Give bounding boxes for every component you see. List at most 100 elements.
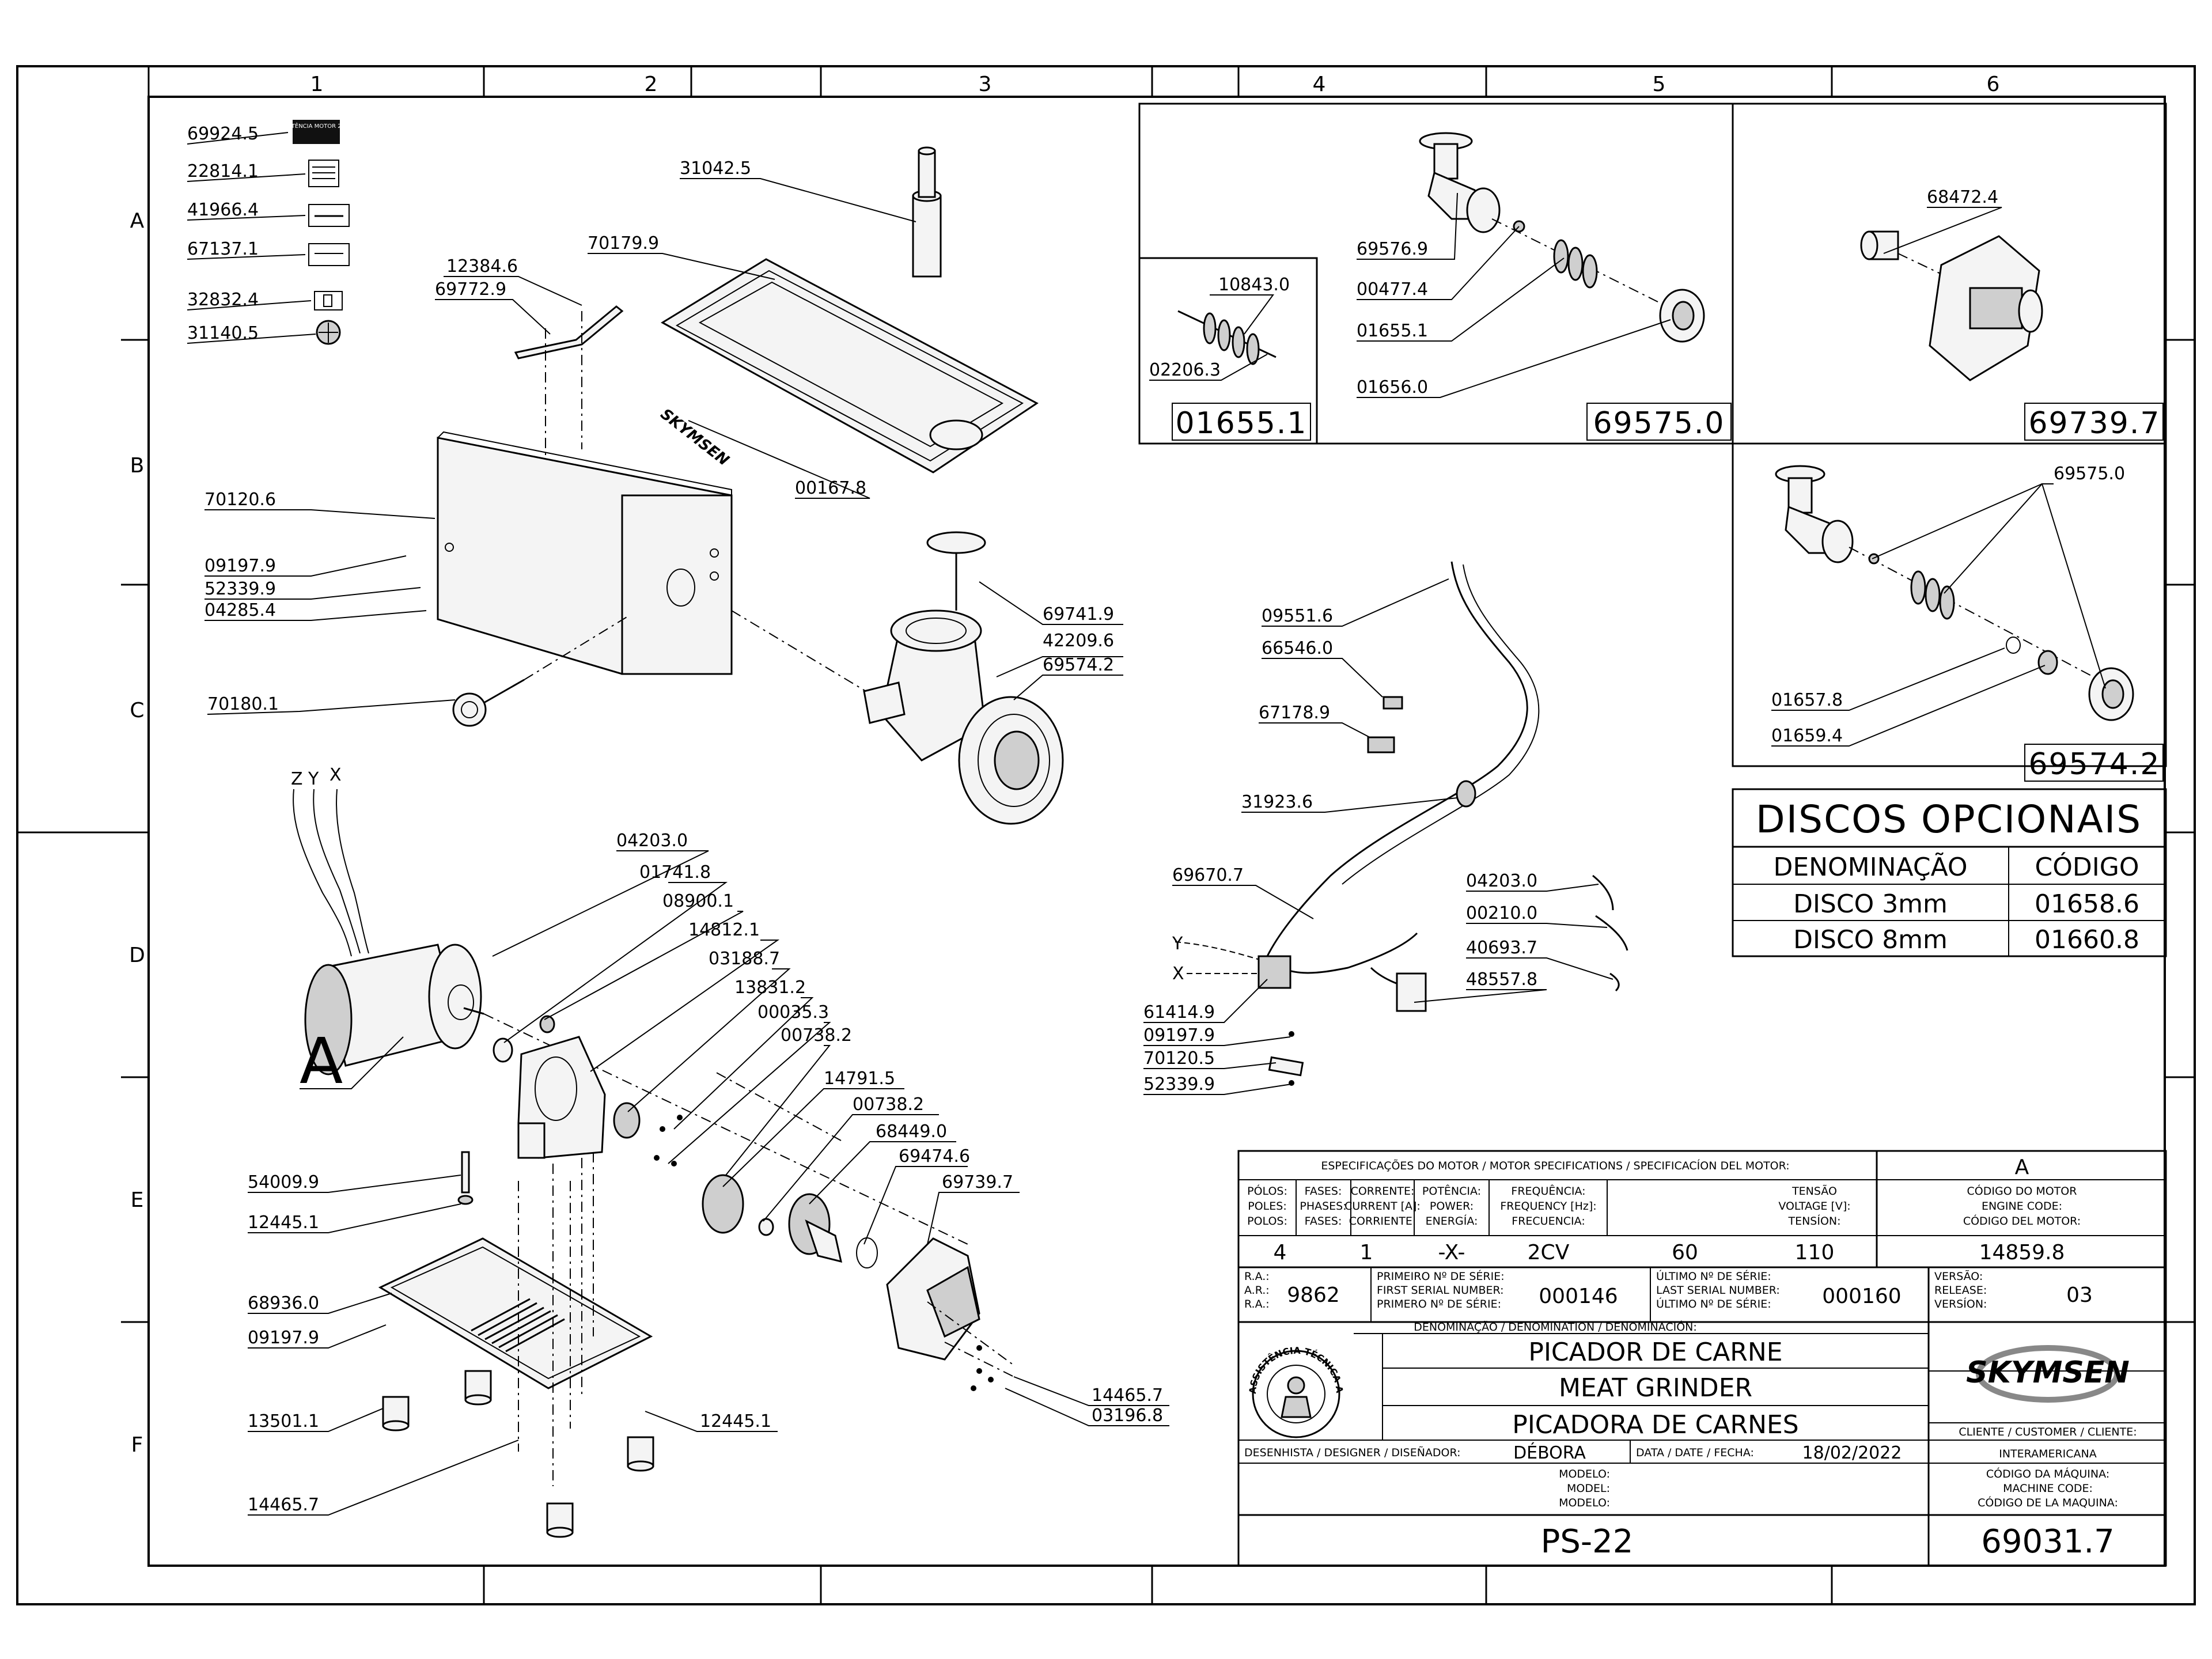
hdr-current-en: CURRENT [A]: [1344,1200,1421,1213]
rubber-feet [382,1370,654,1538]
label-01657-8: 01657.8 [1771,690,1843,710]
label-61414-9: 61414.9 [1143,1002,1215,1022]
label-09551-6: 09551.6 [1262,606,1333,626]
model-value: PS-22 [1541,1523,1634,1560]
cable-gland-part [1456,780,1476,808]
label-40693-7: 40693.7 [1466,938,1537,958]
detail-a-marker: A [300,1024,344,1098]
label-48557-8: 48557.8 [1466,969,1537,990]
val-phases: 1 [1360,1241,1373,1264]
version-label-en: RELEASE: [1934,1284,1987,1297]
client-label: CLIENTE / CUSTOMER / CLIENTE: [1959,1426,2137,1438]
hdr-phases-pt: FASES: [1305,1185,1342,1198]
label-67178-9: 67178.9 [1259,703,1330,723]
label-14465-7-a: 14465.7 [248,1495,319,1515]
label-67137-1: 67137.1 [187,239,259,259]
stomper-part [912,195,942,278]
motor-gearbox-assembly: A [293,789,1014,1391]
version-value: 03 [2066,1283,2093,1307]
label-04203-0-a: 04203.0 [616,831,688,851]
grid-col-1: 1 [310,73,324,96]
designer-value: DÉBORA [1513,1442,1586,1463]
disc-row-2-name: DISCO 8mm [1793,925,1948,955]
inset-frames [1138,103,2167,782]
label-01659-4: 01659.4 [1771,726,1843,746]
grid-row-d: D [129,944,145,967]
val-voltage: 110 [1795,1241,1835,1264]
hdr-current-pt: CORRENTE: [1351,1185,1415,1198]
machine-code-value: 69031.7 [1981,1523,2115,1560]
designer-label: DESENHISTA / DESIGNER / DISEÑADOR: [1244,1446,1461,1459]
label-70120-6: 70120.6 [204,490,276,510]
name-pt: PICADOR DE CARNE [1528,1338,1782,1367]
label-70180-1: 70180.1 [207,694,279,714]
label-09197-9-c: 09197.9 [1143,1025,1215,1046]
grid-col-2: 2 [645,73,658,96]
hdr-current-es: CORRIENTE: [1349,1215,1416,1228]
label-69576-9: 69576.9 [1357,239,1428,259]
label-09197-9-a: 09197.9 [204,556,276,576]
disc-row-1-code: 01658.6 [2035,889,2139,919]
electrical-harness [1175,561,1628,1086]
discs-header-name: DENOMINAÇÃO [1773,852,1967,882]
denomination-header: DENOMINAÇÃO / DENOMINATION / DENOMINACIÓ… [1414,1320,1697,1334]
grid-col-4: 4 [1313,73,1326,96]
hdr-frequency-pt: FREQUÊNCIA: [1511,1184,1585,1198]
wire-z: Z [291,769,303,789]
label-69924-5: 69924.5 [187,124,259,144]
label-31923-6: 31923.6 [1241,792,1313,812]
disc-row-2-code: 01660.8 [2035,925,2139,955]
machine-code-label-en: MACHINE CODE: [2003,1482,2093,1495]
label-00210-0: 00210.0 [1466,903,1537,923]
last-serial-label-pt: ÚLTIMO Nº DE SÉRIE: [1656,1269,1771,1283]
discs-title: DISCOS OPCIONAIS [1756,797,2142,842]
label-52339-9-b: 52339.9 [1143,1074,1215,1094]
label-01656-0: 01656.0 [1357,377,1428,397]
machine-code-label-pt: CÓDIGO DA MÁQUINA: [1986,1467,2109,1480]
label-03188-7: 03188.7 [709,949,780,969]
hdr-power-pt: POTÊNCIA: [1422,1184,1481,1198]
hdr-poles-en: POLES: [1248,1200,1286,1213]
pinion-gear-part [613,1102,641,1139]
label-54009-9: 54009.9 [248,1172,319,1192]
connector-66546-part [1382,696,1403,710]
hdr-frequency-en: FREQUENCY [Hz]: [1500,1200,1596,1213]
inset-title-69574-2: 69574.2 [2028,747,2160,782]
grid-col-3: 3 [979,73,992,96]
motor-spec-header: ESPECIFICAÇÕES DO MOTOR / MOTOR SPECIFIC… [1321,1159,1789,1172]
label-68936-0: 68936.0 [248,1293,319,1313]
last-serial-label-es: ÚLTIMO Nº DE SÉRIE: [1656,1297,1771,1310]
label-22814-1: 22814.1 [187,161,259,181]
label-68472-4: 68472.4 [1927,187,1998,207]
val-current: -X- [1438,1241,1465,1264]
hdr-power-en: POWER: [1430,1200,1474,1213]
motor-code-letter: A [2015,1156,2029,1179]
inset-title-69575-0: 69575.0 [1593,406,1725,441]
wire-x: X [329,765,342,785]
ra-label-en: A.R.: [1244,1284,1270,1297]
label-32832-4: 32832.4 [187,290,259,310]
grid-row-e: E [131,1188,144,1212]
label-12445-1-b: 12445.1 [700,1411,771,1431]
grid-col-6: 6 [1987,73,2000,96]
hdr-voltage-pt: TENSÃO [1791,1184,1837,1198]
housing-assembly: SKYMSEN [437,146,1064,825]
label-04203-0-b: 04203.0 [1466,871,1537,891]
grid-row-b: B [130,454,145,478]
part-labels: 69924.5 22814.1 41966.4 67137.1 32832.4 … [187,124,2125,1515]
bracket-70120-5-part [1268,1056,1304,1077]
ra-value: 9862 [1287,1283,1340,1307]
grid-col-5: 5 [1653,73,1666,96]
leader-lines [187,132,2106,1516]
first-serial-label-es: PRIMERO Nº DE SÉRIE: [1377,1297,1501,1310]
inset-title-01655-1: 01655.1 [1175,406,1307,441]
hdr-engine-code-es: CÓDIGO DEL MOTOR: [1963,1214,2081,1228]
label-03196-8: 03196.8 [1092,1406,1163,1426]
date-value: 18/02/2022 [1802,1443,1902,1463]
val-power: 2CV [1528,1241,1570,1264]
date-label: DATA / DATE / FECHA: [1636,1446,1754,1459]
machine-code-label-es: CÓDIGO DE LA MAQUINA: [1978,1495,2118,1509]
label-14791-5: 14791.5 [824,1069,895,1089]
grid-row-a: A [130,209,145,233]
warning-label-icon [308,160,339,187]
